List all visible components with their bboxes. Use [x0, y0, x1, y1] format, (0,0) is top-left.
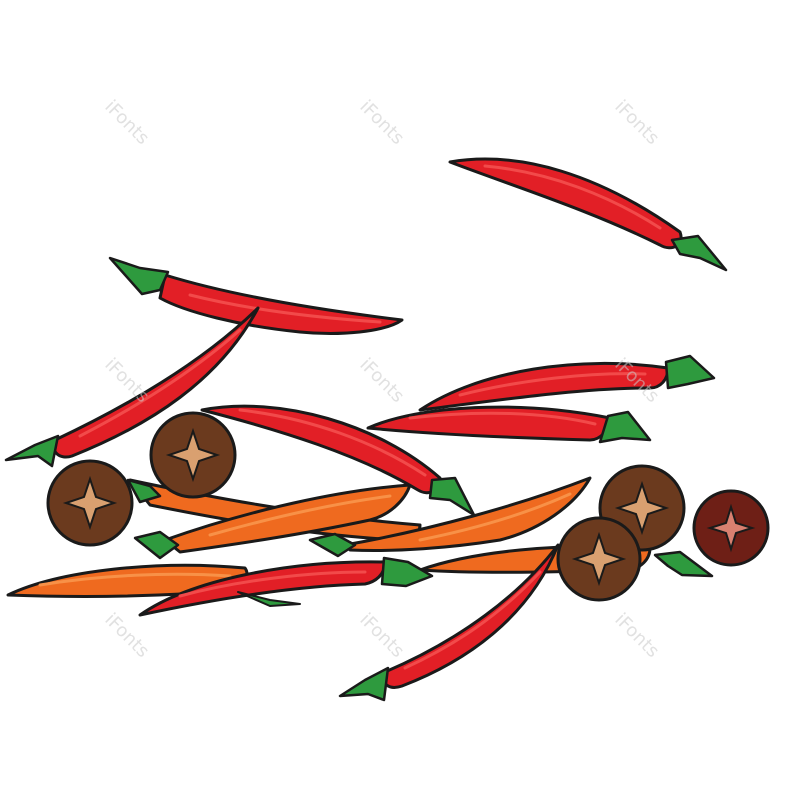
red-pepper-center	[200, 404, 476, 517]
mushroom-2	[46, 459, 134, 547]
red-pepper-upper-left	[108, 256, 404, 335]
orange-pepper-3	[133, 483, 412, 560]
orange-pepper-4	[308, 476, 592, 558]
mushroom-5	[556, 516, 642, 602]
red-pepper-bottom-left	[138, 556, 434, 617]
mushroom-4	[692, 489, 770, 567]
red-pepper-top-right	[448, 157, 728, 272]
red-pepper-middle-right	[418, 354, 716, 412]
mushroom-1	[149, 411, 237, 499]
red-pepper-bottom-diagonal	[338, 543, 560, 702]
red-pepper-center-right	[366, 405, 652, 444]
red-pepper-diagonal-left	[4, 306, 260, 468]
